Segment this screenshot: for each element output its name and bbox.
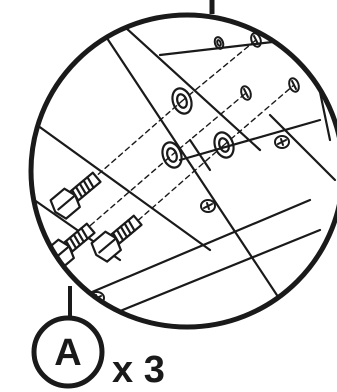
phillips-screw-icon bbox=[274, 135, 290, 149]
part-quantity: x 3 bbox=[112, 349, 165, 391]
part-callout: A x 3 bbox=[31, 315, 165, 391]
pre-drilled-hole-icon bbox=[250, 32, 262, 48]
washer-icon bbox=[161, 141, 183, 169]
part-letter: A bbox=[54, 332, 81, 374]
phillips-screw-icon bbox=[200, 199, 216, 213]
hex-bolt-icon bbox=[49, 171, 102, 220]
pre-drilled-hole-icon bbox=[240, 85, 252, 101]
pre-drilled-holes bbox=[213, 32, 300, 101]
part-callout-circle bbox=[31, 315, 105, 389]
washers bbox=[161, 87, 235, 169]
magnifier-circle bbox=[28, 12, 337, 330]
washer-icon bbox=[213, 131, 235, 159]
washer-icon bbox=[171, 87, 193, 115]
pre-drilled-hole-icon bbox=[213, 36, 225, 50]
pre-drilled-hole-icon bbox=[288, 77, 300, 93]
hex-bolt-icon bbox=[90, 214, 143, 263]
insertion-guides bbox=[69, 39, 295, 244]
